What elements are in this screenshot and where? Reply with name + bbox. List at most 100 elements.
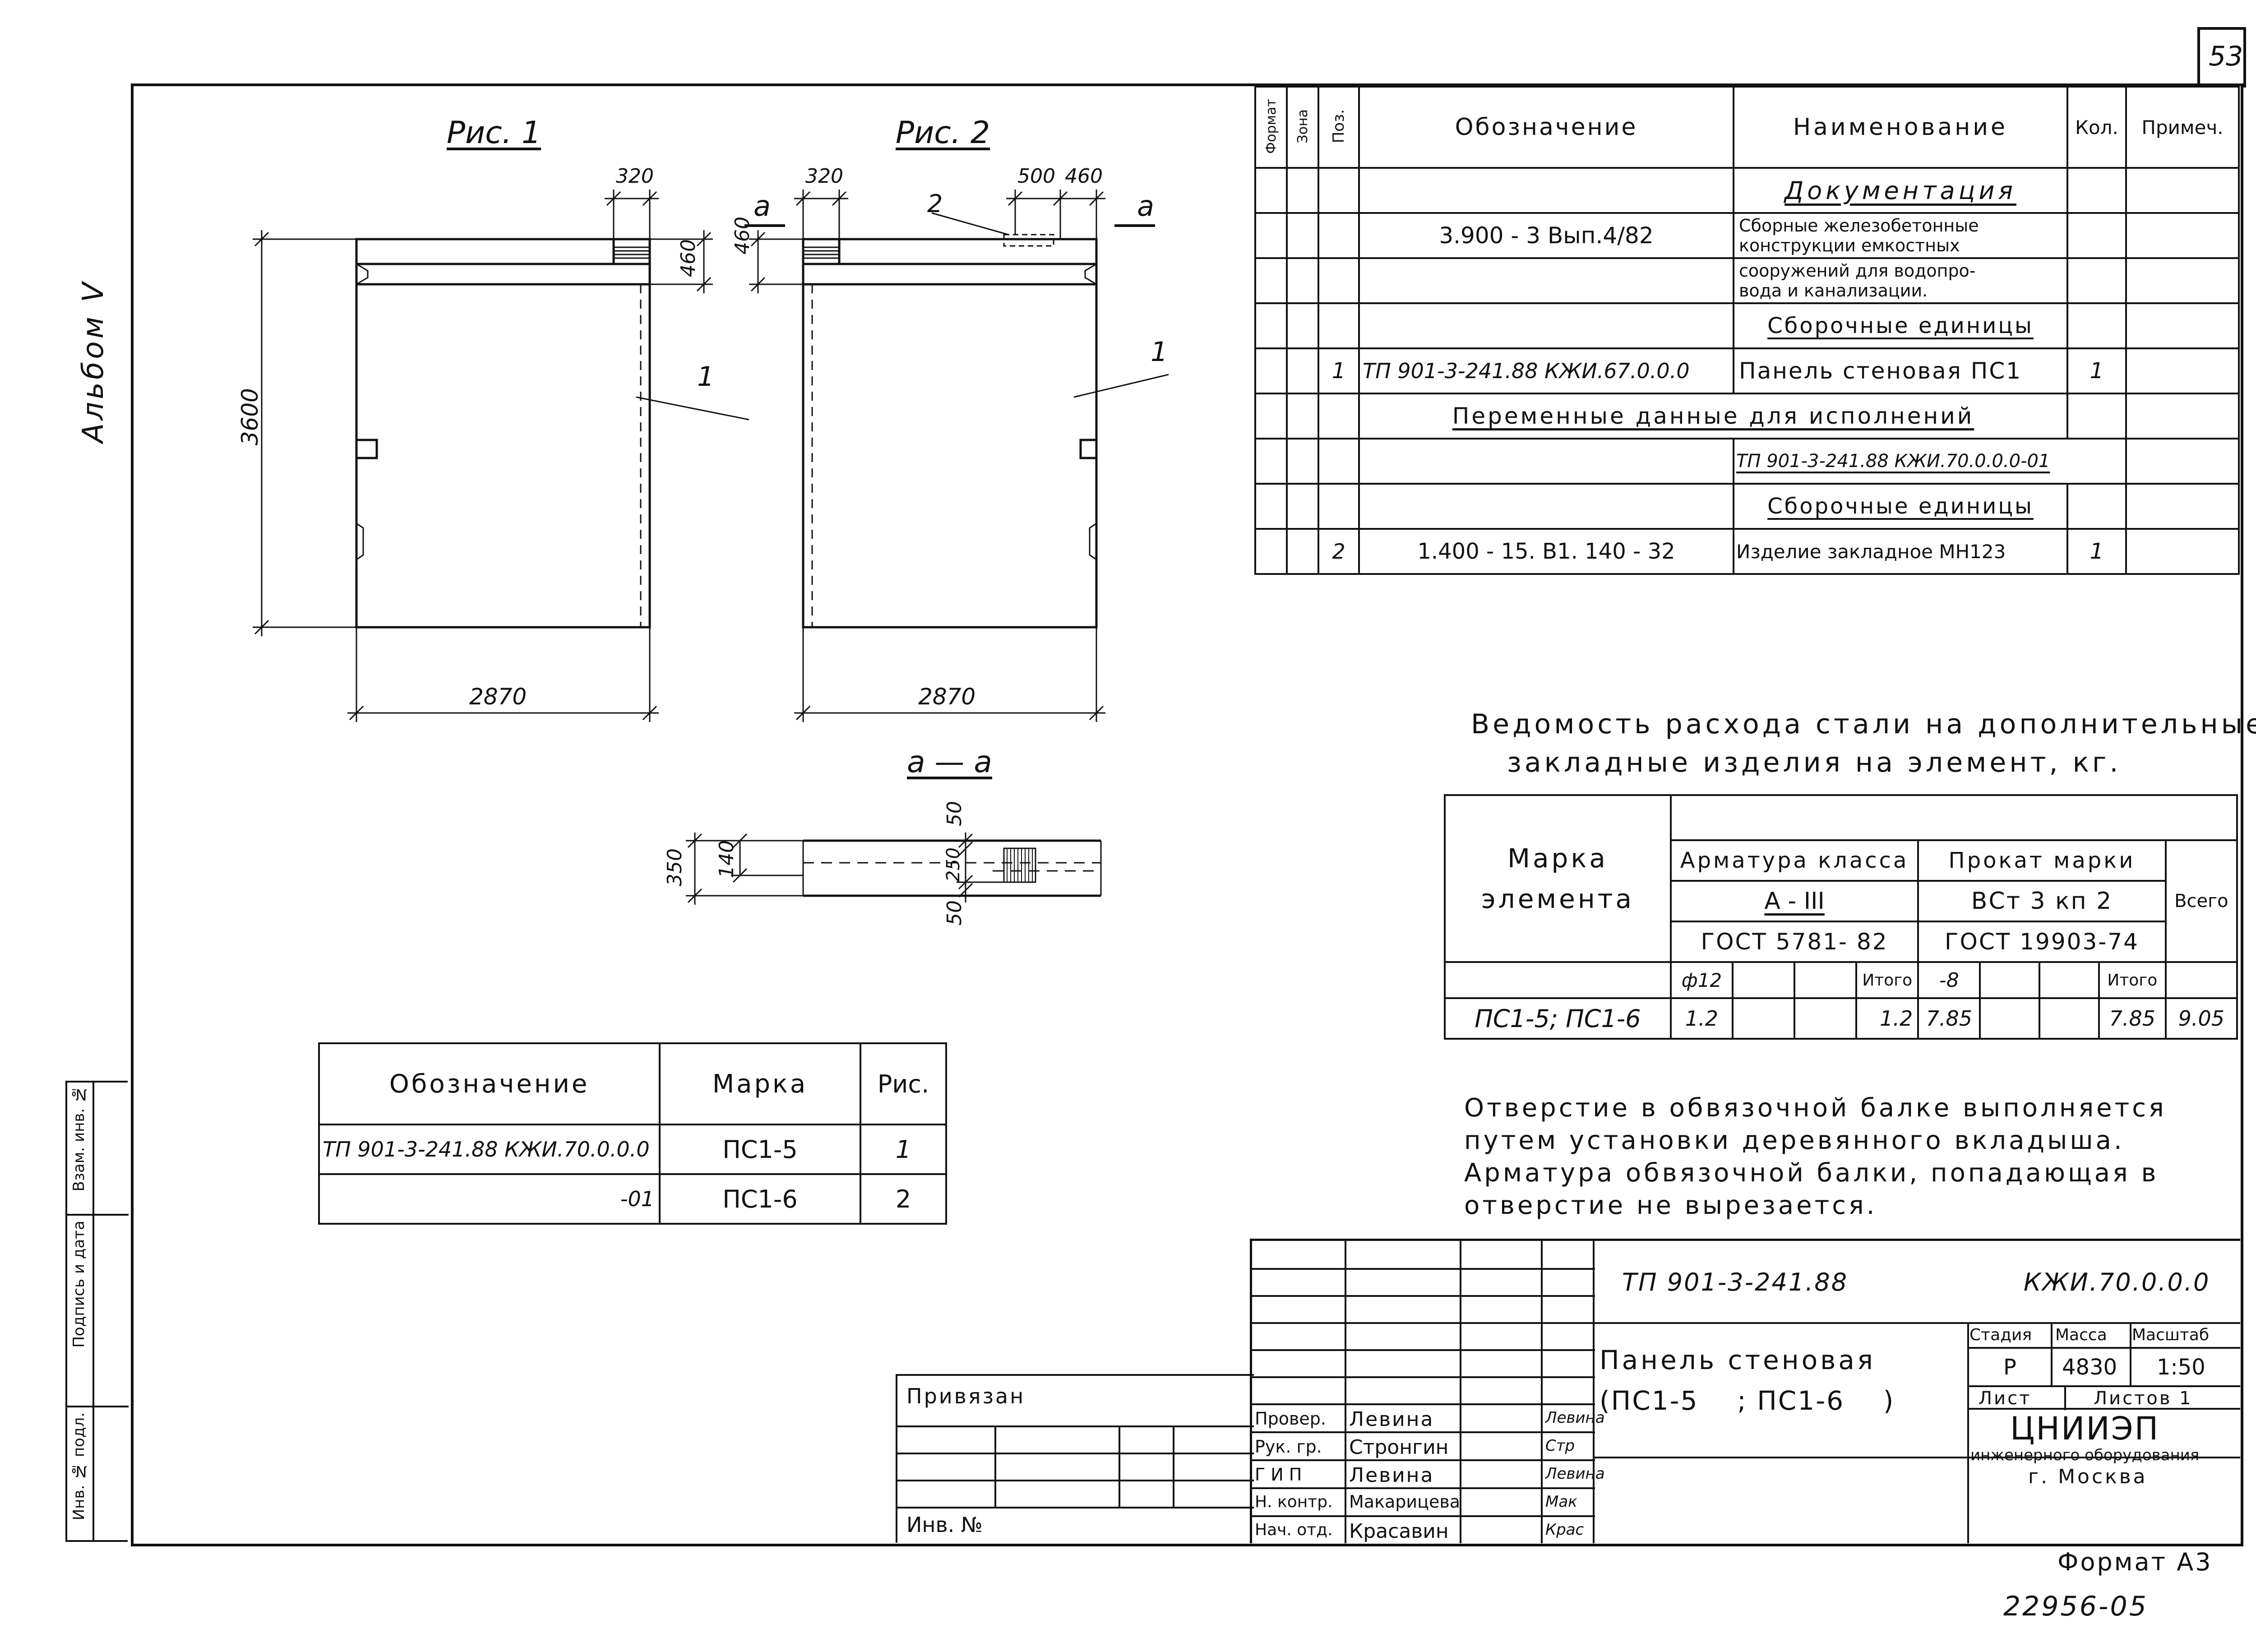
tb-row-line bbox=[1252, 1515, 1595, 1517]
tb-role: Г И П bbox=[1255, 1465, 1302, 1485]
rebar-gost: ГОСТ 5781- 82 bbox=[1669, 921, 1919, 963]
row2-pos: 2 bbox=[1318, 528, 1360, 575]
tb-org: ЦНИИЭП bbox=[2010, 1410, 2160, 1447]
col-pos: Поз. bbox=[1318, 86, 1360, 169]
drawing-frame bbox=[131, 83, 2243, 1546]
tb-row-line bbox=[1252, 1376, 1595, 1378]
fig2-pos-2: 2 bbox=[927, 190, 943, 218]
variants-row-fig: 1 bbox=[860, 1124, 947, 1175]
tb-col-line bbox=[1593, 1241, 1595, 1543]
fig1-pos-1: 1 bbox=[697, 361, 715, 393]
rolled-grade-header: Прокат марки bbox=[1917, 839, 2167, 882]
binding-block: Привязан Инв. № bbox=[896, 1374, 1254, 1543]
left-stamp-row-line bbox=[65, 1406, 129, 1407]
tb-name: Левина bbox=[1349, 1464, 1434, 1487]
tb-row-line bbox=[1252, 1431, 1595, 1433]
binding-col-line bbox=[1119, 1425, 1120, 1507]
assembly-units-heading-1: Сборочные единицы bbox=[1733, 302, 2068, 349]
tb-col-line bbox=[1460, 1241, 1461, 1543]
binding-col-line bbox=[1173, 1425, 1174, 1507]
dim-460-fig2: 460 bbox=[731, 217, 754, 255]
dim-320-fig2: 320 bbox=[805, 165, 843, 188]
row1-name: Панель стеновая ПС1 bbox=[1733, 347, 2068, 394]
tb-title-2: (ПС1-5 ; ПС1-6 ) bbox=[1600, 1385, 1895, 1416]
col-note: Примеч. bbox=[2125, 86, 2240, 169]
tb-row-line bbox=[1252, 1322, 1595, 1324]
row1-designation: ТП 901-3-241.88 КЖИ.67.0.0.0 bbox=[1358, 347, 1734, 394]
tb-role: Н. контр. bbox=[1255, 1493, 1333, 1511]
rebar-itogo-header: Итого bbox=[1855, 961, 1919, 999]
tb-row-line bbox=[1252, 1268, 1595, 1270]
rolled-itogo-header: Итого bbox=[2098, 961, 2167, 999]
tb-stage-row-line bbox=[1967, 1385, 2240, 1387]
steel-title-1: Ведомость расхода стали на дополнительны… bbox=[1471, 708, 2256, 740]
steel-row-total: 9.05 bbox=[2164, 997, 2238, 1040]
tb-mass-label: Масса bbox=[2055, 1326, 2107, 1344]
steel-row-rolled-total: 7.85 bbox=[2098, 997, 2167, 1040]
row2-designation: 1.400 - 15. В1. 140 - 32 bbox=[1358, 528, 1734, 575]
tb-stage-label: Стадия bbox=[1969, 1326, 2032, 1344]
fig1-panel bbox=[355, 238, 651, 629]
assembly-units-heading-2: Сборочные единицы bbox=[1733, 483, 2068, 530]
phi12-header: ф12 bbox=[1669, 961, 1734, 999]
fig1-title: Рис. 1 bbox=[447, 115, 541, 151]
dim-320-fig1: 320 bbox=[616, 165, 654, 188]
variants-header-fig: Рис. bbox=[860, 1042, 947, 1125]
tb-mass: 4830 bbox=[2062, 1355, 2117, 1380]
tb-doc-code: КЖИ.70.0.0.0 bbox=[2024, 1268, 2210, 1296]
dimension-lines bbox=[253, 190, 1169, 722]
note-line: путем установки деревянного вкладыша. bbox=[1464, 1126, 2125, 1155]
binding-row-line bbox=[897, 1453, 1254, 1454]
variants-row-designation: -01 bbox=[318, 1173, 661, 1225]
col-format: Формат bbox=[1254, 86, 1288, 169]
row2-qty: 1 bbox=[2066, 528, 2127, 575]
dim-2870-fig1: 2870 bbox=[469, 684, 527, 710]
format-label: Формат А3 bbox=[2057, 1548, 2213, 1576]
steel-row-phi12: 1.2 bbox=[1669, 997, 1734, 1040]
page-number: 53 bbox=[2209, 41, 2243, 72]
tb-main-row-line bbox=[1593, 1322, 2240, 1324]
tb-stage-row-line bbox=[1967, 1347, 2240, 1349]
dim-460-fig1: 460 bbox=[677, 239, 700, 277]
documentation-heading: Документация bbox=[1733, 167, 2068, 214]
rolled-grade: ВСт 3 кп 2 bbox=[1917, 880, 2167, 922]
total-header: Всего bbox=[2164, 839, 2238, 963]
tb-row-line bbox=[1252, 1459, 1595, 1461]
col-designation: Обозначение bbox=[1358, 86, 1734, 169]
steel-row-minus8: 7.85 bbox=[1917, 997, 1981, 1040]
note-line: отверстие не вырезается. bbox=[1464, 1191, 1877, 1220]
tb-role: Рук. гр. bbox=[1255, 1437, 1322, 1457]
tb-sheets-label: Листов 1 bbox=[2094, 1388, 2193, 1409]
tb-signature: Стр bbox=[1545, 1437, 1575, 1455]
page-number-box bbox=[2197, 27, 2246, 88]
fig2-title: Рис. 2 bbox=[896, 115, 990, 151]
tb-stage-col-line bbox=[2051, 1322, 2053, 1385]
variants-row-designation: ТП 901-3-241.88 КЖИ.70.0.0.0 bbox=[318, 1124, 661, 1175]
tb-sheet-label: Лист bbox=[1979, 1388, 2032, 1409]
tb-sheet-col-line bbox=[2064, 1385, 2066, 1410]
tb-row-line bbox=[1252, 1487, 1595, 1489]
tb-role: Нач. отд. bbox=[1255, 1521, 1333, 1539]
variants-table: Обозначение Марка Рис. ТП 901-3-241.88 К… bbox=[318, 1042, 947, 1225]
dim-460-fig2-top: 460 bbox=[1065, 165, 1103, 188]
binding-inv: Инв. № bbox=[906, 1513, 983, 1537]
left-stamp-divider bbox=[92, 1081, 94, 1540]
rolled-gost: ГОСТ 19903-74 bbox=[1917, 921, 2167, 963]
variants-header-designation: Обозначение bbox=[318, 1042, 661, 1125]
fig2-pos-1: 1 bbox=[1151, 336, 1168, 368]
dim-3600: 3600 bbox=[237, 388, 263, 446]
tb-project-code: ТП 901-3-241.88 bbox=[1622, 1268, 1849, 1296]
tb-city: г. Москва bbox=[2028, 1465, 2148, 1488]
tb-name: Стронгин bbox=[1349, 1436, 1449, 1459]
tb-stage-col-line bbox=[2130, 1322, 2131, 1385]
doc-designation: 3.900 - 3 Вып.4/82 bbox=[1358, 212, 1734, 259]
tb-signature: Левина bbox=[1545, 1465, 1605, 1483]
row1-qty: 1 bbox=[2066, 347, 2127, 394]
left-stamp-frame bbox=[65, 1081, 128, 1542]
tb-role: Провер. bbox=[1255, 1409, 1326, 1429]
tb-col-line bbox=[1345, 1241, 1346, 1543]
col-name: Наименование bbox=[1733, 86, 2068, 169]
